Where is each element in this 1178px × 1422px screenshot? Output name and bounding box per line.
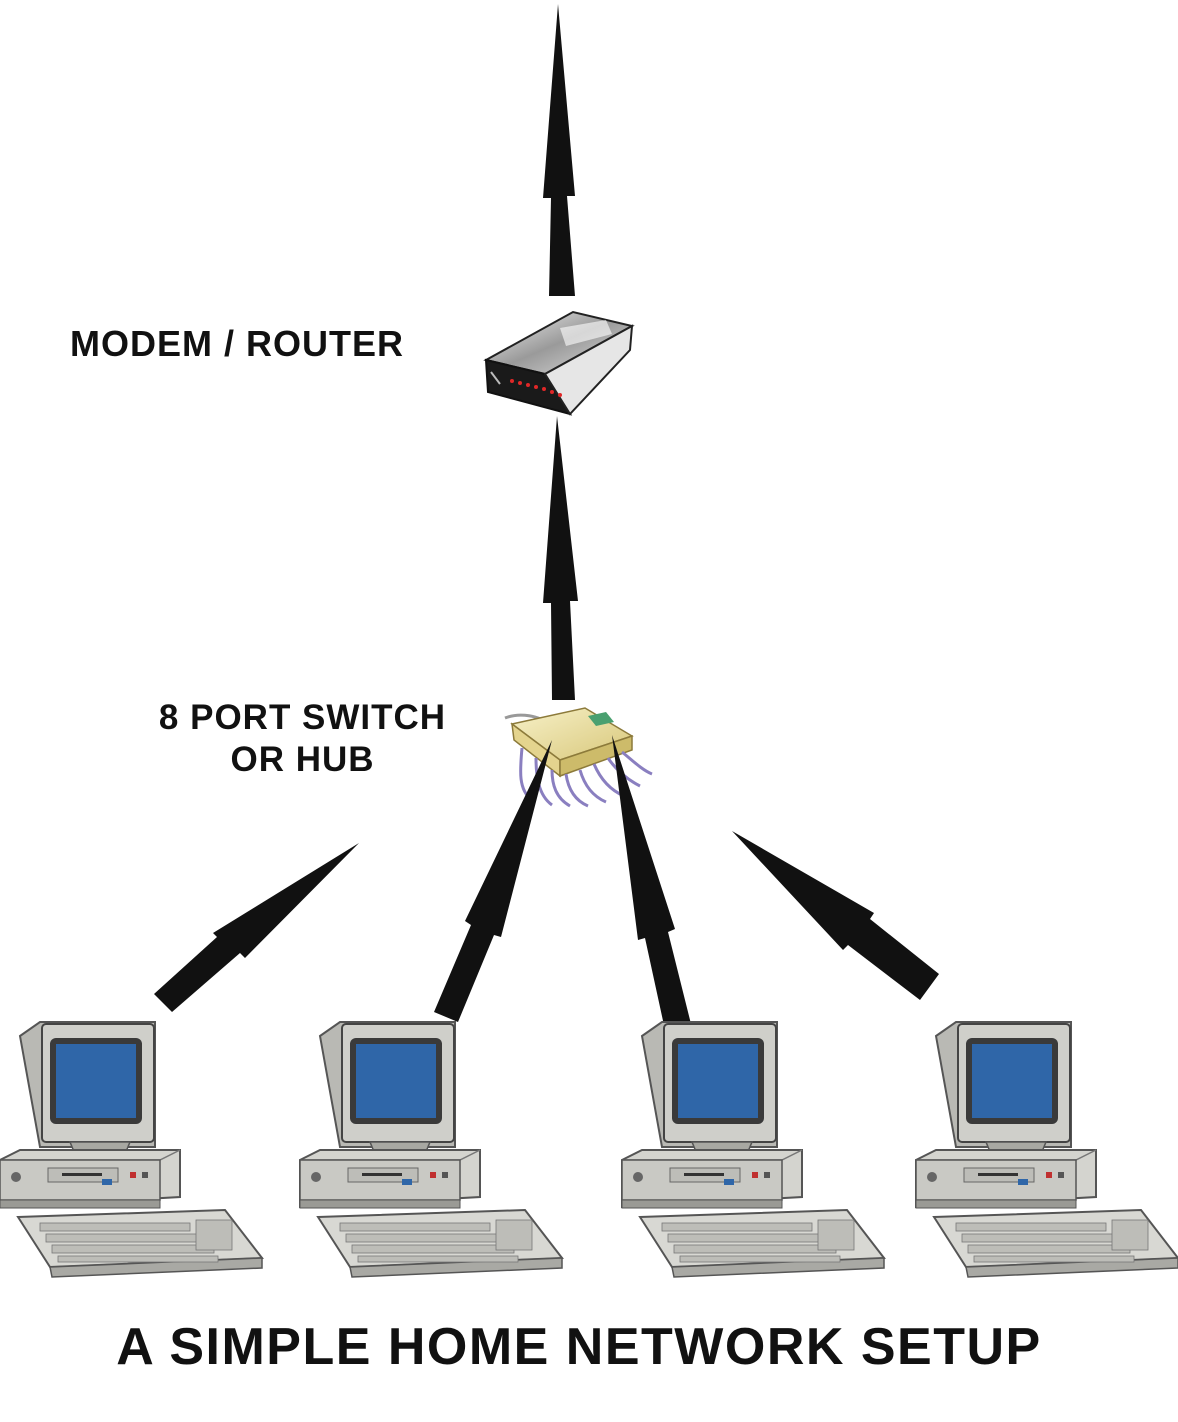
- pc3-to-switch-arrow: [612, 735, 691, 1030]
- uplink-arrow: [543, 4, 575, 296]
- pc1-to-switch-arrow: [154, 843, 359, 1012]
- modem-router-icon: [486, 312, 632, 414]
- switch-to-modem-arrow: [543, 416, 578, 700]
- diagram-title: A SIMPLE HOME NETWORK SETUP: [0, 1316, 1158, 1378]
- switch-label-line1: 8 PORT SWITCH: [130, 697, 475, 739]
- modem-router-label: MODEM / ROUTER: [70, 322, 404, 365]
- switch-label-line2: OR HUB: [130, 739, 475, 781]
- pc4-to-switch-arrow: [732, 831, 939, 1000]
- switch-label: 8 PORT SWITCH OR HUB: [130, 697, 475, 781]
- pc2-to-switch-arrow: [434, 740, 552, 1022]
